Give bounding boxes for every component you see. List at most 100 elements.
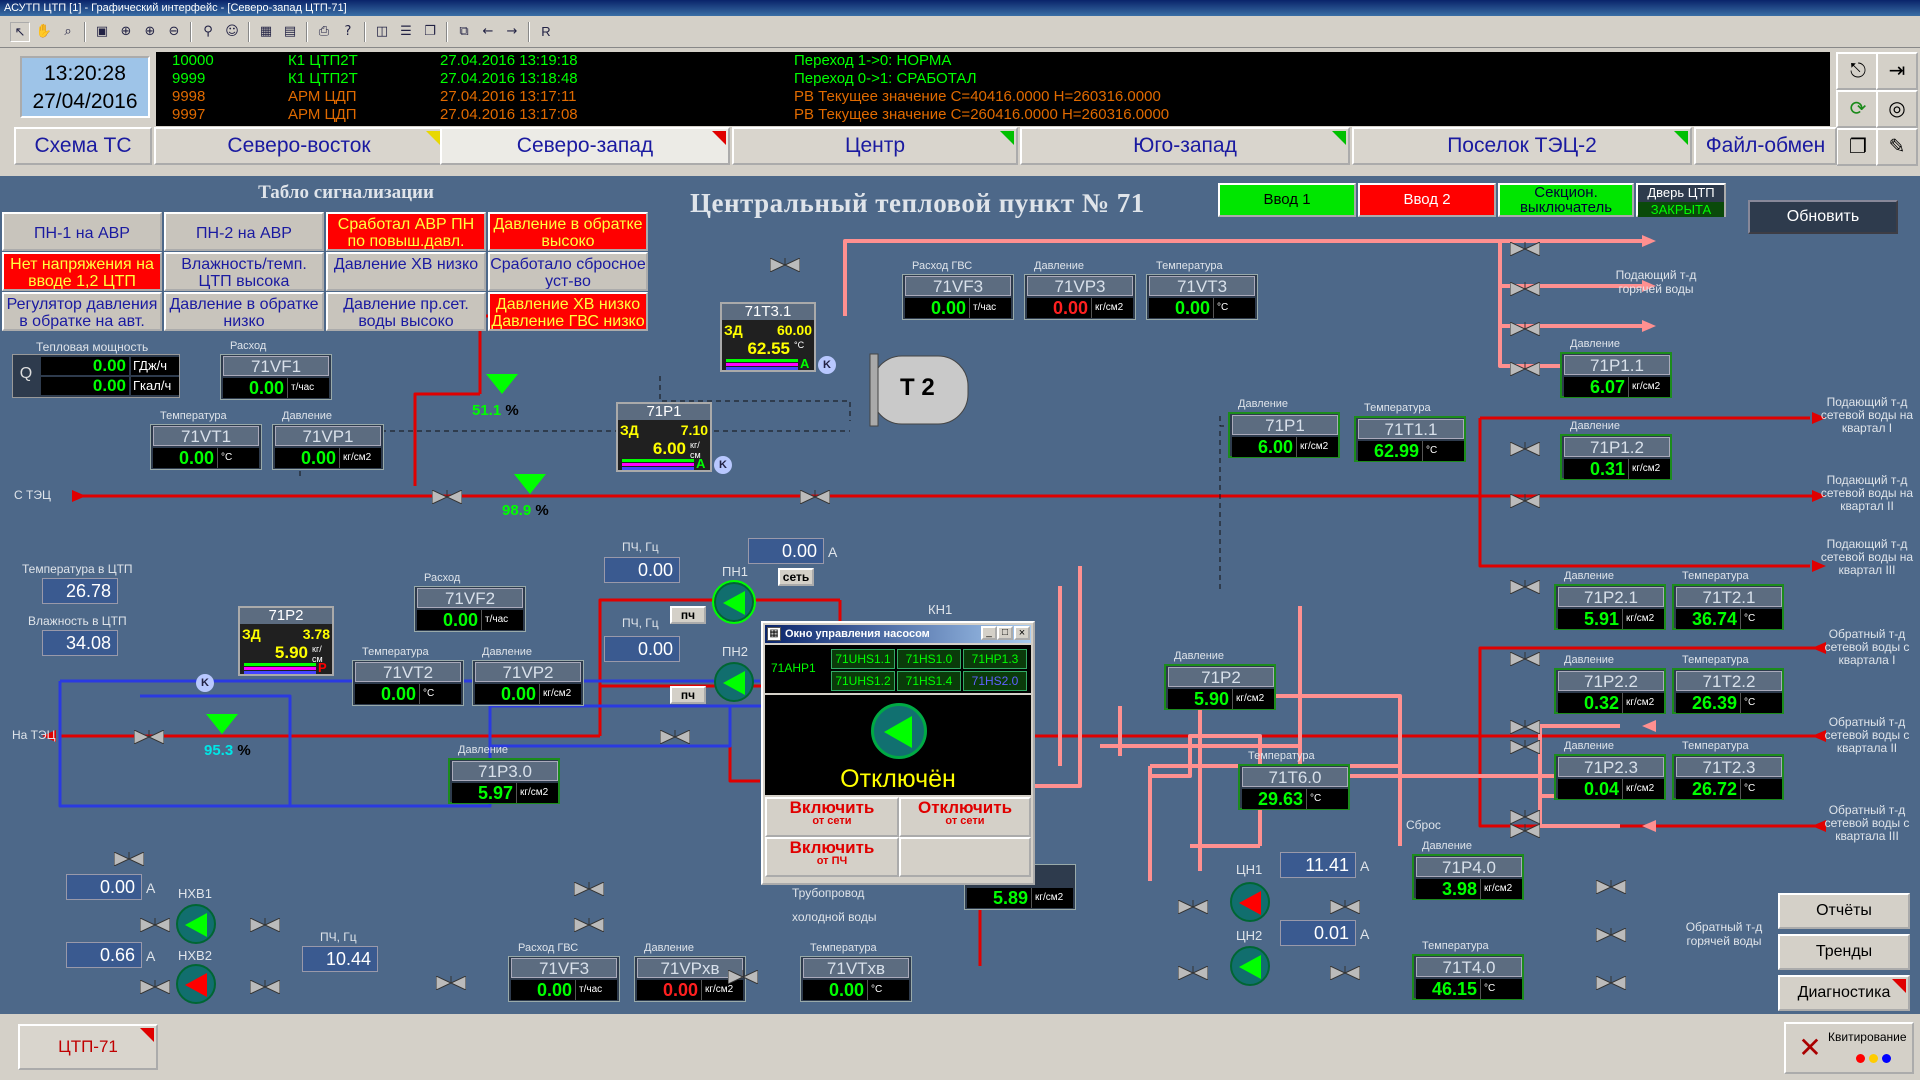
pump-nhv2-icon[interactable] — [176, 964, 216, 1004]
valve-icon[interactable] — [249, 978, 281, 995]
valve-icon[interactable] — [1509, 280, 1541, 297]
tab-0[interactable]: Схема ТС — [14, 127, 152, 165]
pointer-icon[interactable]: ↖ — [10, 22, 30, 42]
valve-icon[interactable] — [573, 916, 605, 933]
valve-icon[interactable] — [1509, 738, 1541, 755]
exit-icon[interactable]: ⎋ — [1836, 52, 1880, 90]
minimize-icon[interactable]: _ — [981, 626, 997, 640]
pump-control-window[interactable]: Окно управления насосом ▦ _ □ × 71АНР1 7… — [761, 621, 1035, 885]
pch-button-2[interactable]: пч — [670, 686, 706, 704]
valve-icon[interactable] — [1595, 926, 1627, 943]
layout1-icon[interactable]: ◫ — [375, 24, 389, 39]
logout-icon[interactable]: ⇥ — [1876, 52, 1918, 90]
pump-cn2-icon[interactable] — [1230, 946, 1270, 986]
valve-icon[interactable] — [1509, 650, 1541, 667]
valve-icon[interactable] — [573, 880, 605, 897]
valve-icon[interactable] — [1509, 440, 1541, 457]
valve-icon[interactable] — [1329, 964, 1361, 981]
valve-icon[interactable] — [799, 488, 831, 505]
window-icon[interactable]: ⧉ — [459, 24, 469, 39]
layout3-icon[interactable]: ❐ — [424, 24, 436, 39]
compass-icon[interactable]: ◎ — [1876, 90, 1918, 128]
set-button[interactable]: сеть — [778, 568, 814, 586]
close-icon[interactable]: × — [1014, 626, 1030, 640]
edit-icon[interactable]: ✎ — [1876, 128, 1918, 166]
pid-k-icon[interactable]: K — [196, 674, 214, 692]
valve-icon[interactable] — [431, 488, 463, 505]
valve-icon[interactable] — [435, 974, 467, 991]
tab-4[interactable]: Юго-запад — [1020, 127, 1350, 165]
valve-icon[interactable] — [133, 728, 165, 745]
layout2-icon[interactable]: ☰ — [400, 24, 412, 39]
zoom-out-icon[interactable]: ⊖ — [168, 24, 180, 39]
valve-icon[interactable] — [249, 916, 281, 933]
zoom-window-icon[interactable]: ⊕ — [120, 24, 132, 39]
bottom-tab-ctp71[interactable]: ЦТП-71 — [18, 1024, 158, 1070]
control-valve-1-icon[interactable] — [486, 374, 518, 394]
print-icon[interactable]: ⎙ — [318, 24, 330, 39]
tab-5[interactable]: Поселок ТЭЦ-2 — [1352, 127, 1692, 165]
reports-button[interactable]: Отчёты — [1778, 893, 1910, 929]
pid-k-icon[interactable]: K — [714, 456, 732, 474]
forward-icon[interactable]: → — [506, 24, 518, 39]
r-icon[interactable]: R — [541, 24, 551, 39]
tab-3[interactable]: Центр — [732, 127, 1018, 165]
valve-icon[interactable] — [1595, 974, 1627, 991]
valve-icon[interactable] — [1509, 578, 1541, 595]
valve-icon[interactable] — [659, 728, 691, 745]
valve-icon[interactable] — [1177, 898, 1209, 915]
users-icon[interactable]: ☺ — [225, 24, 239, 39]
control-valve-2-icon[interactable] — [514, 474, 546, 494]
valve-icon[interactable] — [1595, 878, 1627, 895]
valve-icon[interactable] — [1177, 964, 1209, 981]
zoom-icon[interactable]: ⌕ — [64, 24, 72, 39]
acknowledge-button[interactable]: ✕ Квитирование — [1784, 1022, 1914, 1074]
valve-icon[interactable] — [1509, 240, 1541, 257]
zoom-in-icon[interactable]: ⊕ — [144, 24, 156, 39]
tab-6[interactable]: Файл-обмен — [1694, 127, 1837, 165]
table-icon[interactable]: ▤ — [283, 24, 297, 39]
valve-icon[interactable] — [139, 916, 171, 933]
valve-icon[interactable] — [1509, 320, 1541, 337]
diagnostics-button[interactable]: Диагностика — [1778, 975, 1910, 1011]
back-icon[interactable]: ← — [482, 24, 494, 39]
tab-1[interactable]: Северо-восток — [154, 127, 444, 165]
valve-icon[interactable] — [113, 850, 145, 867]
trends-button[interactable]: Тренды — [1778, 934, 1910, 970]
valve-icon[interactable] — [1329, 898, 1361, 915]
windows-icon[interactable]: ❐ — [1836, 128, 1880, 166]
valve-icon[interactable] — [1509, 492, 1541, 509]
control-valve-3-icon[interactable] — [206, 714, 238, 734]
fit-icon[interactable]: ▣ — [95, 24, 109, 39]
maximize-icon[interactable]: □ — [997, 626, 1013, 640]
grid-icon[interactable]: ▦ — [259, 24, 273, 39]
valve-icon[interactable] — [1509, 808, 1541, 825]
find-icon[interactable]: ⚲ — [203, 24, 213, 39]
